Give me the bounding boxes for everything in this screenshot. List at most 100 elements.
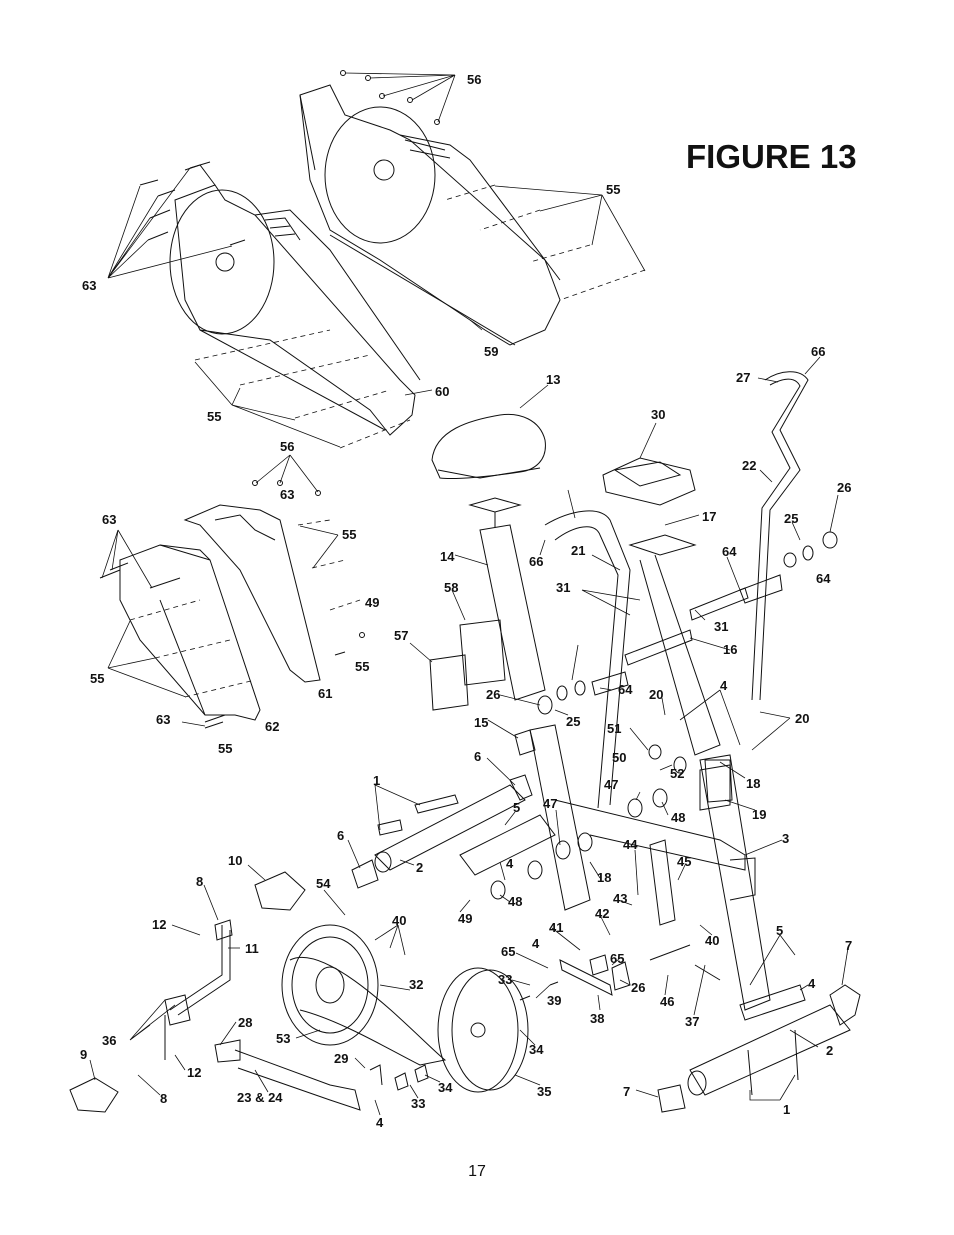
callout-label: 54 — [316, 876, 331, 891]
callout-label: 39 — [547, 993, 561, 1008]
screws-63-top — [107, 161, 246, 279]
callout-label: 49 — [458, 911, 472, 926]
callout-label: 63 — [280, 487, 294, 502]
callout-label: 2 — [826, 1043, 833, 1058]
callout-label: 23 & 24 — [237, 1090, 283, 1105]
callout-label: 34 — [438, 1080, 453, 1095]
callout-label: 55 — [90, 671, 104, 686]
callout-label: 48 — [671, 810, 685, 825]
callout-label: 32 — [409, 977, 423, 992]
callout-label: 17 — [702, 509, 716, 524]
callout-label: 40 — [705, 933, 719, 948]
callout-label: 2 — [416, 860, 423, 875]
callout-label: 53 — [276, 1031, 290, 1046]
small-parts — [369, 531, 838, 1096]
callout-label: 59 — [484, 344, 498, 359]
pedals-and-cranks — [69, 871, 361, 1113]
callout-label: 11 — [245, 941, 259, 956]
callout-label: 10 — [228, 853, 242, 868]
right-chain-guard — [299, 84, 561, 346]
callout-label: 35 — [537, 1084, 551, 1099]
figure-title: FIGURE 13 — [686, 138, 857, 175]
callout-label: 63 — [102, 512, 116, 527]
screws-55-right — [444, 184, 646, 301]
callout-label: 66 — [811, 344, 825, 359]
callout-label: 64 — [618, 682, 633, 697]
callout-label: 51 — [607, 721, 621, 736]
callout-label: 63 — [82, 278, 96, 293]
callout-label: 50 — [612, 750, 626, 765]
callout-label: 58 — [444, 580, 458, 595]
callout-label: 36 — [102, 1033, 116, 1048]
callout-label: 18 — [597, 870, 611, 885]
callout-label: 47 — [543, 796, 557, 811]
console-and-handlebar — [544, 371, 809, 809]
callout-label: 8 — [196, 874, 203, 889]
callout-label: 43 — [613, 891, 627, 906]
callout-label: 63 — [156, 712, 170, 727]
callout-label: 21 — [571, 543, 585, 558]
callout-label: 4 — [532, 936, 540, 951]
callout-label: 65 — [501, 944, 515, 959]
callout-label: 38 — [590, 1011, 604, 1026]
callout-label: 45 — [677, 854, 691, 869]
callout-label: 65 — [610, 951, 624, 966]
callout-label: 13 — [546, 372, 560, 387]
callout-label: 56 — [280, 439, 294, 454]
callout-label: 3 — [782, 831, 789, 846]
callout-label: 27 — [736, 370, 750, 385]
callout-label: 30 — [651, 407, 665, 422]
callout-label: 62 — [265, 719, 279, 734]
callout-label: 25 — [566, 714, 580, 729]
callout-label: 46 — [660, 994, 674, 1009]
callout-label: 18 — [746, 776, 760, 791]
callout-label: 4 — [506, 856, 514, 871]
callout-label: 56 — [467, 72, 481, 87]
callout-label: 57 — [394, 628, 408, 643]
callout-label: 55 — [207, 409, 221, 424]
main-frame — [529, 724, 861, 1113]
callout-label: 1 — [783, 1102, 790, 1117]
callout-label: 42 — [595, 906, 609, 921]
callout-label: 12 — [152, 917, 166, 932]
callout-label: 19 — [752, 807, 766, 822]
callout-label: 34 — [529, 1042, 544, 1057]
screws-56-top — [340, 70, 456, 125]
callout-label: 20 — [795, 711, 809, 726]
callout-label: 41 — [549, 920, 563, 935]
callout-label: 15 — [474, 715, 488, 730]
callout-label: 26 — [631, 980, 645, 995]
callout-label: 52 — [670, 766, 684, 781]
callout-label: 55 — [218, 741, 232, 756]
callout-label: 1 — [373, 773, 380, 788]
callout-label: 7 — [623, 1084, 630, 1099]
callout-label: 40 — [392, 913, 406, 928]
callout-label: 8 — [160, 1091, 167, 1106]
callout-label: 16 — [723, 642, 737, 657]
callout-label: 9 — [80, 1047, 87, 1062]
callout-label: 64 — [722, 544, 737, 559]
callout-label: 33 — [411, 1096, 425, 1111]
callout-label: 44 — [623, 837, 638, 852]
callout-label: 33 — [498, 972, 512, 987]
callout-label: 25 — [784, 511, 798, 526]
screws-63-55-mid — [99, 454, 365, 729]
callout-label: 26 — [486, 687, 500, 702]
callout-label: 37 — [685, 1014, 699, 1029]
callout-label: 49 — [365, 595, 379, 610]
callout-label: 5 — [776, 923, 783, 938]
callout-label: 4 — [376, 1115, 384, 1130]
callout-leaders — [89, 319, 849, 1116]
callout-label: 48 — [508, 894, 522, 909]
callout-label: 4 — [720, 678, 728, 693]
callout-label: 61 — [318, 686, 332, 701]
callout-label: 14 — [440, 549, 455, 564]
callout-label: 28 — [238, 1015, 252, 1030]
seat-assembly — [431, 413, 546, 701]
callout-label: 66 — [529, 554, 543, 569]
callout-label: 12 — [187, 1065, 201, 1080]
callout-label: 22 — [742, 458, 756, 473]
callout-label: 6 — [474, 749, 481, 764]
lower-chain-guard — [119, 504, 321, 721]
